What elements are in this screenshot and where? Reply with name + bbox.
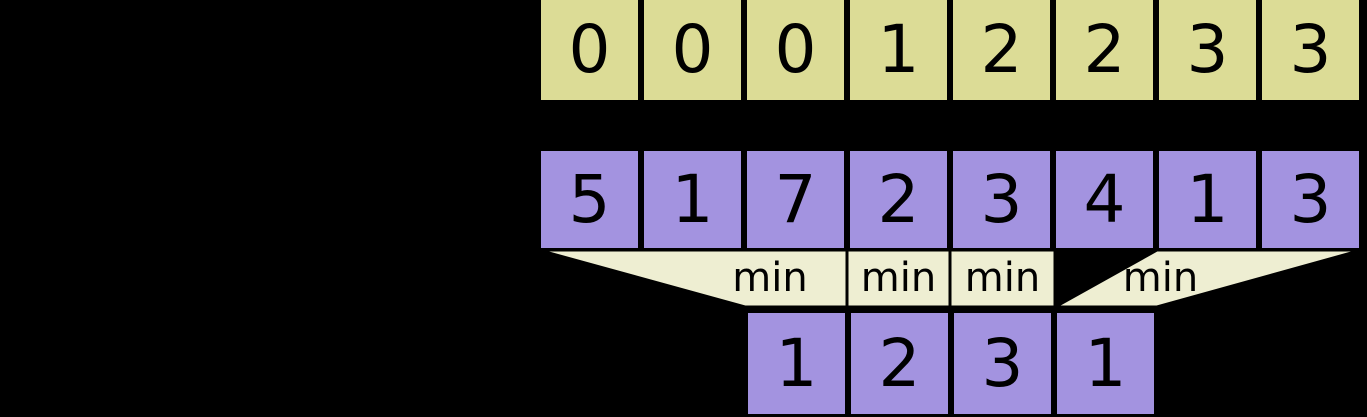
index-cell: 0 [641, 0, 744, 103]
value-cell: 5 [538, 148, 641, 251]
index-cell: 2 [1053, 0, 1156, 103]
index-cell: 2 [950, 0, 1053, 103]
index-cell: 3 [1156, 0, 1259, 103]
funnel-segment-4 [1049, 248, 1363, 309]
min-cell: 1 [1054, 310, 1157, 417]
min-label: min [732, 255, 808, 301]
min-label: min [964, 255, 1041, 301]
value-cell: 1 [641, 148, 744, 251]
min-cell: 1 [745, 310, 848, 417]
value-cell: 7 [744, 148, 847, 251]
min-label: min [860, 255, 937, 301]
min-cell: 3 [951, 310, 1054, 417]
value-cell: 3 [1259, 148, 1362, 251]
index-cell: 0 [744, 0, 847, 103]
value-cell: 3 [950, 148, 1053, 251]
min-cell: 2 [848, 310, 951, 417]
index-cell: 0 [538, 0, 641, 103]
value-cell: 2 [847, 148, 950, 251]
min-label: min [1122, 255, 1199, 301]
value-cell: 4 [1053, 148, 1156, 251]
index-cell: 1 [847, 0, 950, 103]
index-cell: 3 [1259, 0, 1362, 103]
value-cell: 1 [1156, 148, 1259, 251]
